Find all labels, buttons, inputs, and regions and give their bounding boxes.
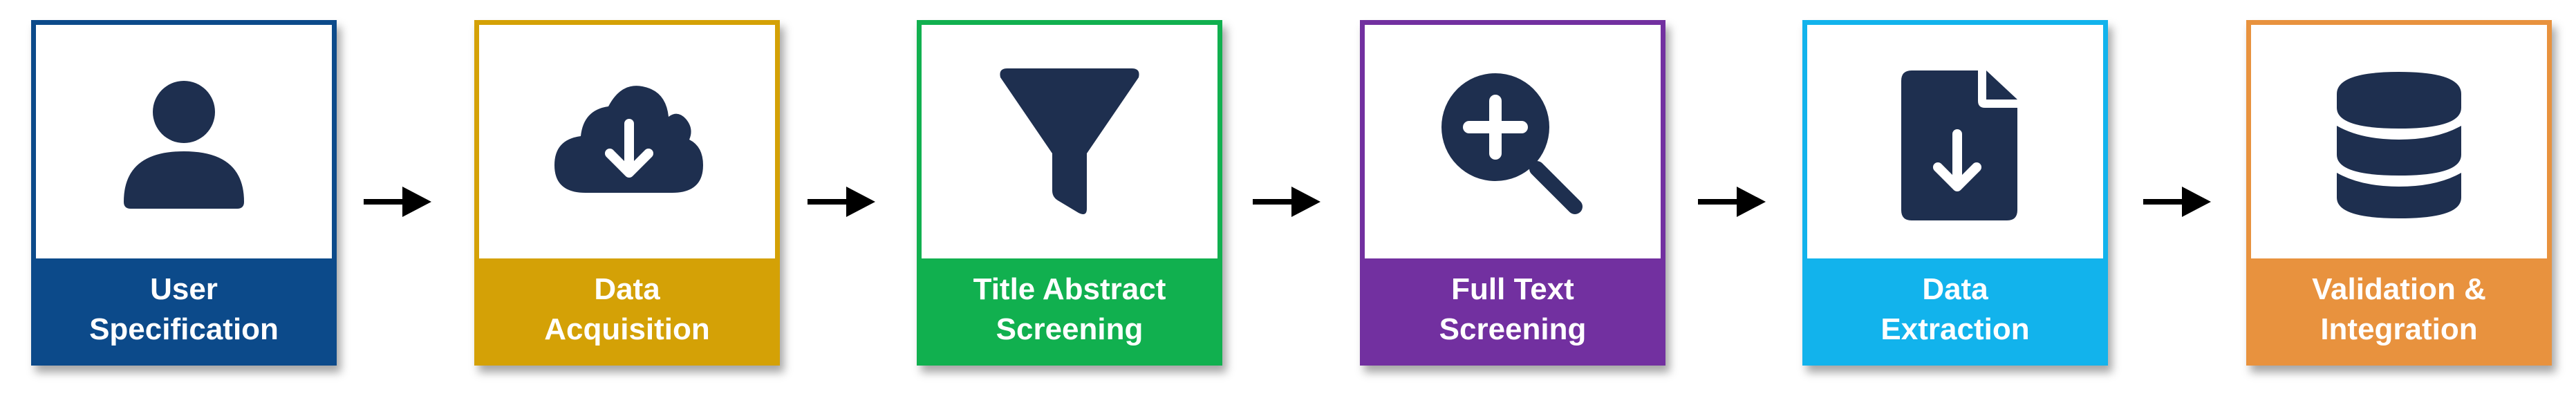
step-data-extraction: Data Extraction xyxy=(1802,20,2108,366)
arrow-right-icon xyxy=(364,187,431,217)
cloud-download-icon xyxy=(554,85,703,193)
step-label: Data Extraction xyxy=(1880,272,2030,346)
step-user-specification: User Specification xyxy=(31,20,337,366)
arrow-right-icon xyxy=(808,187,875,217)
step-title-abstract-screening: Title Abstract Screening xyxy=(917,20,1222,366)
step-label-band: Data Extraction xyxy=(1807,258,2103,361)
magnify-plus-icon xyxy=(1441,73,1583,214)
step-label-band: Title Abstract Screening xyxy=(922,258,1217,361)
step-label: Validation & Integration xyxy=(2312,272,2486,346)
funnel-icon xyxy=(1000,68,1139,214)
step-label: Title Abstract Screening xyxy=(973,272,1166,346)
step-label-band: Full Text Screening xyxy=(1365,258,1661,361)
step-full-text-screening: Full Text Screening xyxy=(1360,20,1665,366)
file-download-icon xyxy=(1901,70,2017,220)
step-label: Data Acquisition xyxy=(544,272,710,346)
database-icon xyxy=(2337,71,2461,218)
step-label-band: Data Acquisition xyxy=(479,258,775,361)
step-data-acquisition: Data Acquisition xyxy=(474,20,780,366)
step-label: Full Text Screening xyxy=(1439,272,1587,346)
step-label-band: User Specification xyxy=(36,258,332,361)
arrow-right-icon xyxy=(2143,187,2211,217)
step-label: User Specification xyxy=(89,272,279,346)
step-validation-integration: Validation & Integration xyxy=(2246,20,2552,366)
arrow-right-icon xyxy=(1698,187,1766,217)
arrow-right-icon xyxy=(1253,187,1320,217)
user-icon xyxy=(124,80,244,209)
step-label-band: Validation & Integration xyxy=(2251,258,2547,361)
